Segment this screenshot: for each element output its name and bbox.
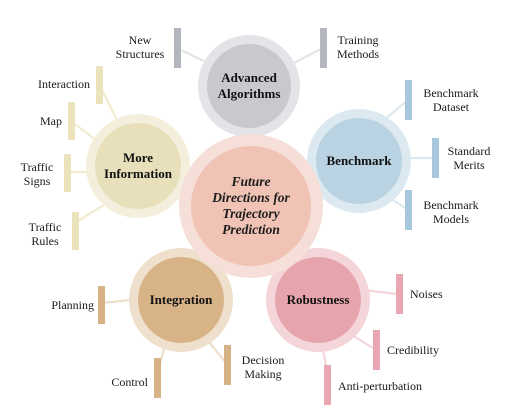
label-benchmark-dataset: Benchmark Dataset xyxy=(423,86,479,114)
bar-planning xyxy=(98,286,105,324)
bar-new-structures xyxy=(174,28,181,68)
advanced-algorithms-node xyxy=(198,35,300,137)
integration-node xyxy=(129,248,233,352)
bar-map xyxy=(68,102,75,140)
label-control: Control xyxy=(111,375,148,389)
robustness-title: Robustness xyxy=(286,292,350,307)
label-anti-perturbation: Anti-perturbation xyxy=(338,379,422,393)
benchmark-title: Benchmark xyxy=(326,153,392,168)
bar-decision-making xyxy=(224,345,231,385)
connector-planning xyxy=(101,298,131,305)
bar-training-methods xyxy=(320,28,327,68)
connector-traffic-rules xyxy=(75,204,105,223)
bar-benchmark-models xyxy=(405,190,412,230)
label-credibility: Credibility xyxy=(387,343,439,357)
bar-interaction xyxy=(96,66,103,104)
label-training-methods: Training Methods xyxy=(337,33,379,61)
label-interaction: Interaction xyxy=(38,77,90,91)
integration-title: Integration xyxy=(149,292,213,307)
more-information-node xyxy=(86,114,190,218)
label-map: Map xyxy=(40,114,62,128)
connector-map xyxy=(71,121,97,141)
bar-traffic-rules xyxy=(72,212,79,250)
bar-noises xyxy=(396,274,403,314)
center-node xyxy=(179,134,323,278)
advanced-algorithms-title: Advanced Algorithms xyxy=(217,70,281,101)
label-traffic-rules: Traffic Rules xyxy=(28,220,62,248)
label-traffic-signs: Traffic Signs xyxy=(20,160,54,188)
label-decision-making: Decision Making xyxy=(241,353,285,381)
robustness-node xyxy=(266,248,370,352)
connector-credibility xyxy=(351,334,377,351)
bar-anti-perturbation xyxy=(324,365,331,405)
bar-benchmark-dataset xyxy=(405,80,412,120)
label-new-structures: New Structures xyxy=(115,33,165,61)
bar-standard-merits xyxy=(432,138,439,178)
benchmark-node xyxy=(307,109,411,213)
bar-credibility xyxy=(373,330,380,370)
label-noises: Noises xyxy=(410,287,443,301)
label-benchmark-models: Benchmark Models xyxy=(423,198,479,226)
more-information-title: More Information xyxy=(104,150,172,181)
bar-control xyxy=(154,358,161,398)
center-title: Future Directions for Trajectory Predict… xyxy=(212,174,290,237)
label-standard-merits: Standard Merits xyxy=(447,144,491,172)
bar-traffic-signs xyxy=(64,154,71,192)
label-planning: Planning xyxy=(51,298,94,312)
item-bars xyxy=(64,28,439,405)
